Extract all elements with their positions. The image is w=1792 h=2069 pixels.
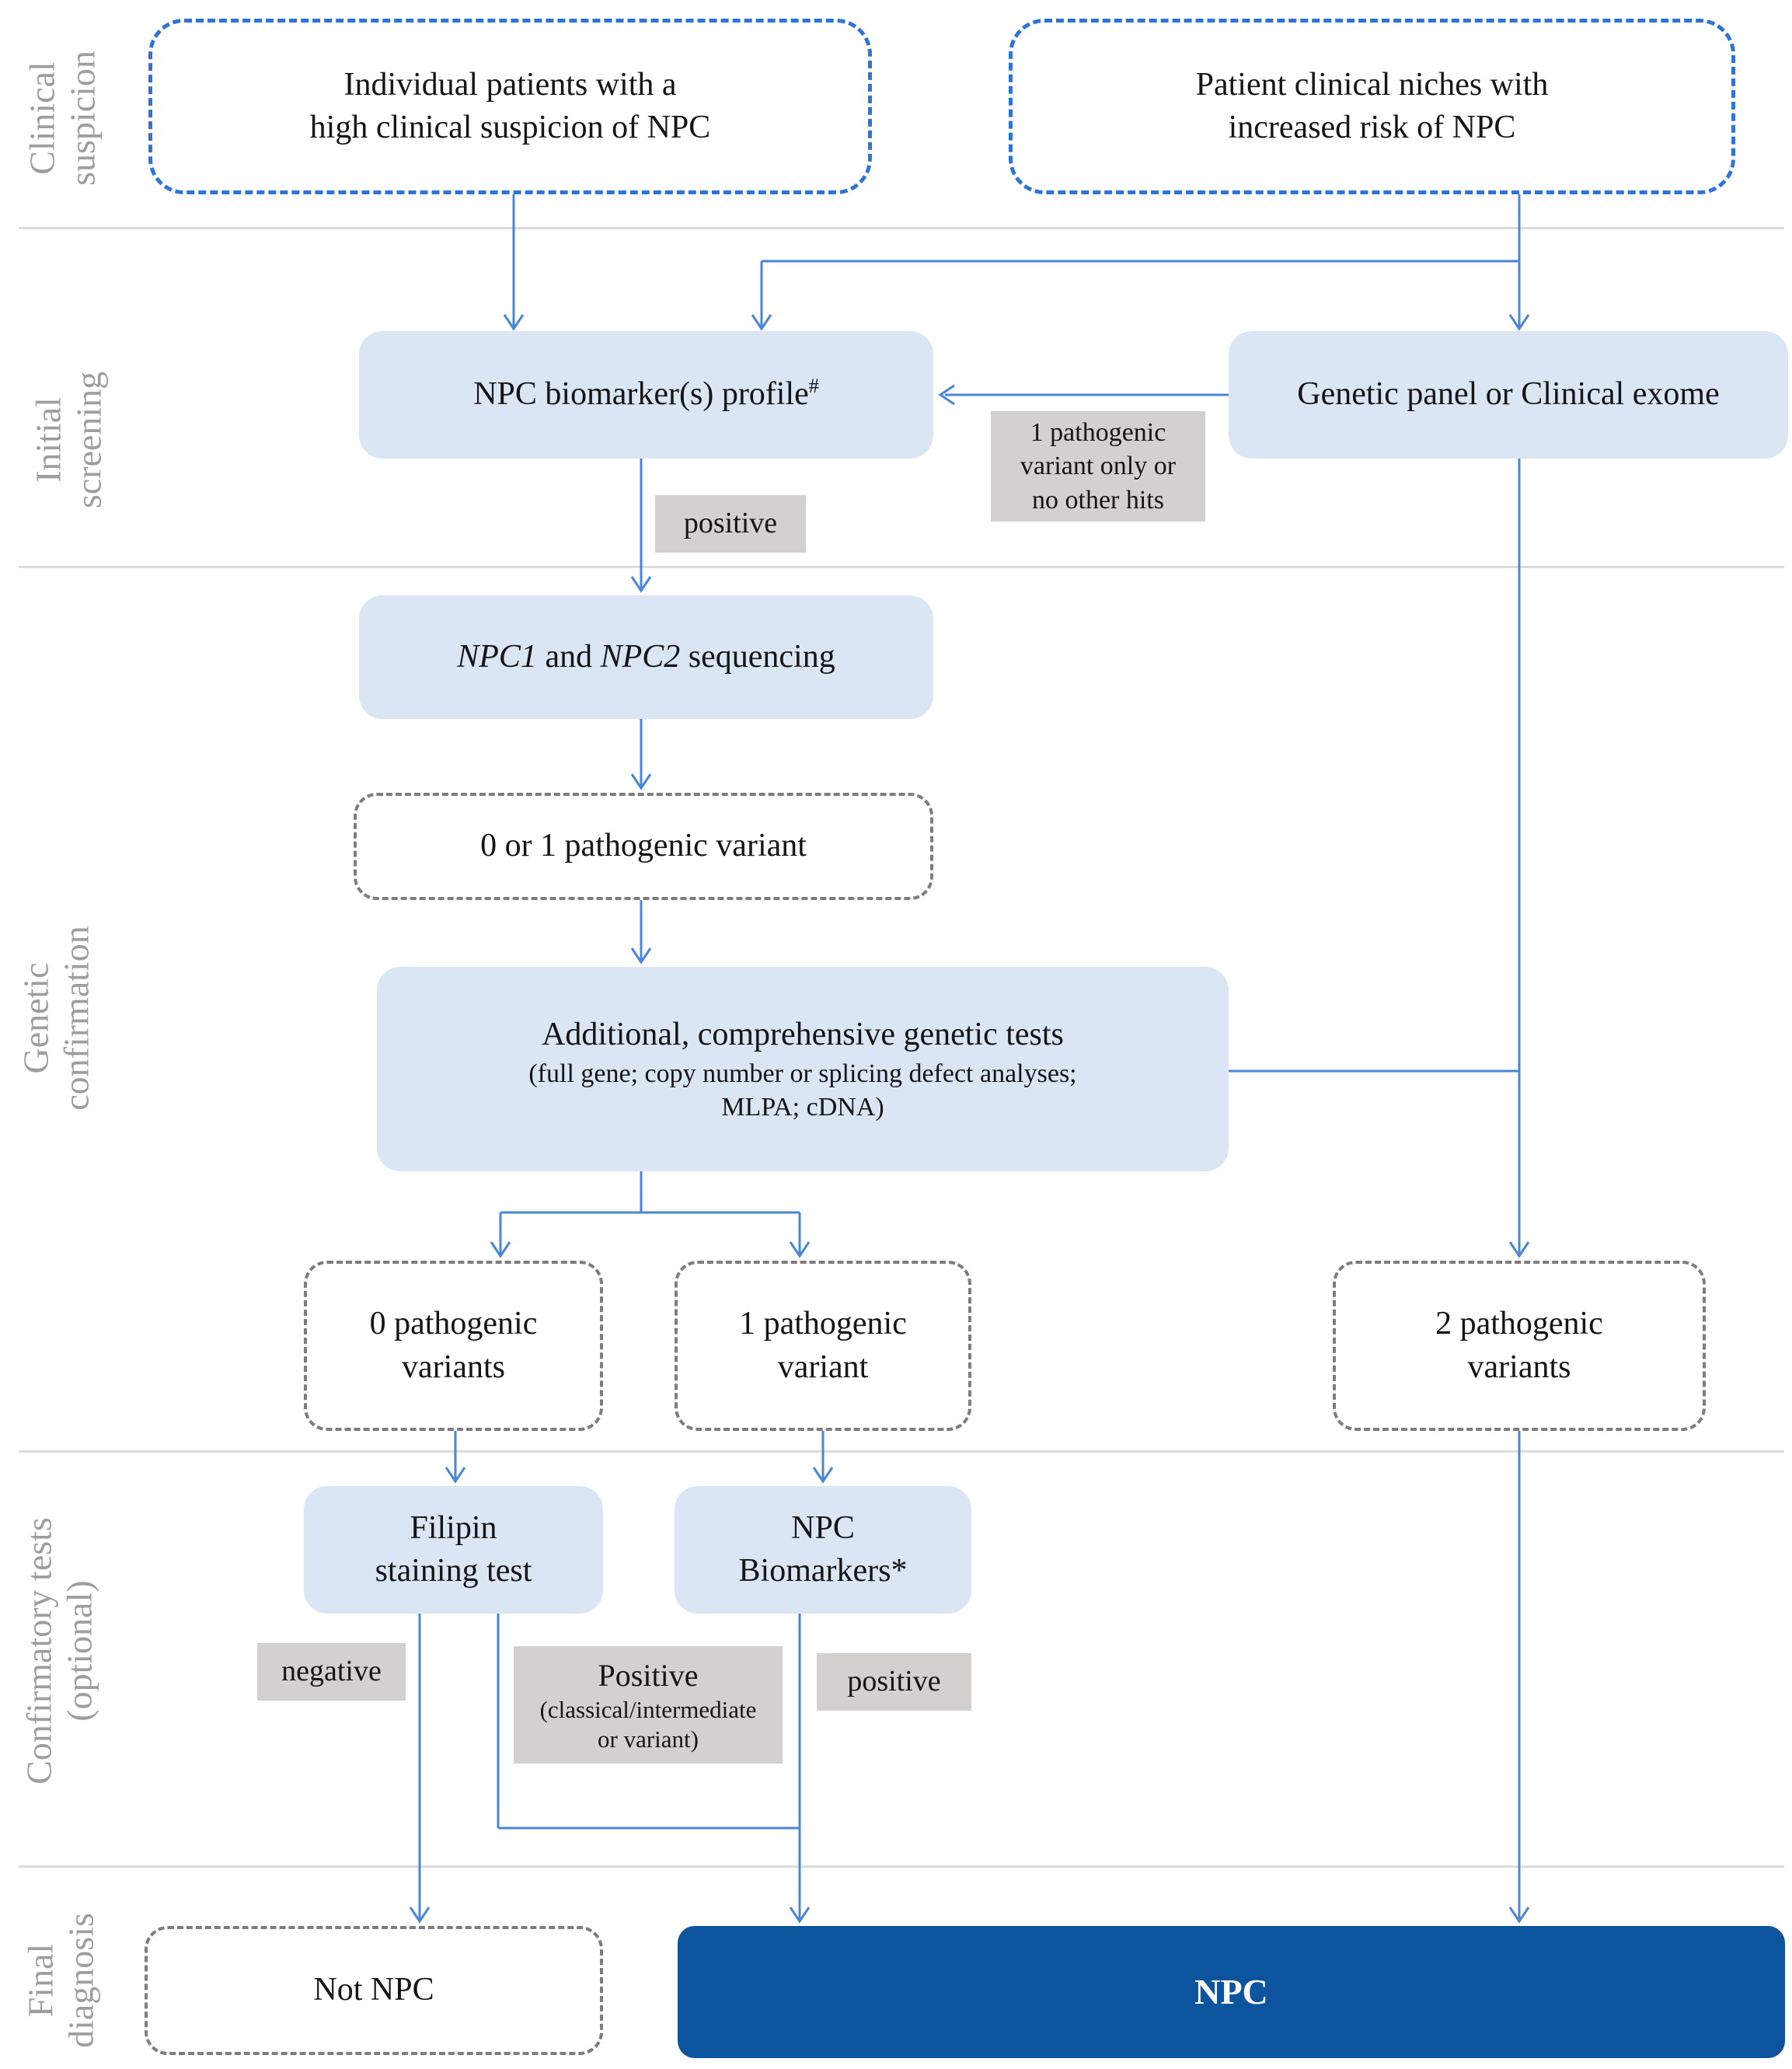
- section-label-line: diagnosis: [61, 1913, 100, 2048]
- section-label-confirmatory-tests: Confirmatory tests (optional): [19, 1517, 99, 1785]
- node-genetic-panel: Genetic panel or Clinical exome: [1229, 331, 1788, 459]
- node-text-line: staining test: [375, 1553, 532, 1589]
- section-divider-1: [19, 227, 1784, 229]
- node-text-line: Patient clinical niches with: [1195, 66, 1549, 103]
- section-label-line: Genetic: [16, 962, 56, 1074]
- section-label-clinical-suspicion: Clinical suspicion: [22, 51, 102, 186]
- node-npc-biomarker-profile: NPC biomarker(s) profile#: [359, 331, 933, 459]
- edge-label-line: negative: [281, 1655, 382, 1688]
- edge-label-one-pathogenic-hint: 1 pathogenic variant only or no other hi…: [991, 411, 1205, 522]
- section-label-line: suspicion: [62, 51, 102, 186]
- node-text-line: NPC: [791, 1509, 855, 1546]
- section-label-line: Clinical: [22, 61, 62, 175]
- node-individual-patients: Individual patients with a high clinical…: [148, 19, 872, 194]
- section-label-genetic-confirmation: Genetic confirmation: [16, 926, 96, 1111]
- edge-label-line: (classical/intermediate: [539, 1695, 757, 1723]
- node-text-line: Not NPC: [313, 1972, 434, 2008]
- node-text-line: 0 pathogenic: [369, 1306, 538, 1342]
- node-text-line: 0 or 1 pathogenic variant: [480, 828, 807, 864]
- edge-label-line: variant only or: [1020, 452, 1177, 481]
- node-npc1-npc2-sequencing: NPC1 and NPC2 sequencing: [359, 595, 933, 719]
- node-zero-pathogenic-variants: 0 pathogenic variants: [304, 1261, 603, 1431]
- node-not-npc: Not NPC: [145, 1926, 603, 2055]
- edge-label-line: no other hits: [1032, 485, 1164, 515]
- section-divider-4: [19, 1865, 1784, 1868]
- node-npc-biomarkers: NPC Biomarkers*: [675, 1486, 971, 1614]
- node-text-line: Biomarkers*: [738, 1553, 908, 1589]
- section-label-line: screening: [68, 371, 108, 509]
- sequencing-text: and: [536, 638, 601, 675]
- node-text-line: 2 pathogenic: [1435, 1306, 1603, 1342]
- node-text-line: high clinical suspicion of NPC: [309, 110, 711, 145]
- node-text-line: MLPA; cDNA): [721, 1093, 884, 1122]
- node-text-line: variants: [402, 1349, 505, 1385]
- gene-npc2: NPC2: [600, 638, 681, 675]
- node-text-line: (full gene; copy number or splicing defe…: [528, 1059, 1077, 1088]
- edge-label-filipin-positive: Positive (classical/intermediate or vari…: [514, 1646, 783, 1764]
- node-two-pathogenic-variants: 2 pathogenic variants: [1333, 1261, 1706, 1431]
- biomarker-profile-text: NPC biomarker(s) profile: [473, 376, 809, 413]
- node-text-line: Genetic panel or Clinical exome: [1297, 376, 1720, 413]
- edge-label-line: or variant): [598, 1725, 699, 1753]
- section-label-final-diagnosis: Final diagnosis: [20, 1913, 100, 2048]
- section-label-line: Confirmatory tests: [19, 1517, 59, 1785]
- sequencing-text: sequencing: [680, 638, 835, 675]
- node-one-pathogenic-variant: 1 pathogenic variant: [675, 1261, 971, 1431]
- node-text-line: Filipin: [410, 1509, 497, 1546]
- edge-label-biomarker-positive: positive: [655, 495, 806, 553]
- node-patient-niches: Patient clinical niches with increased r…: [1009, 19, 1735, 194]
- node-text-line: variants: [1467, 1349, 1571, 1385]
- section-label-initial-screening: Initial screening: [28, 372, 108, 508]
- node-text-line: Individual patients with a: [343, 66, 677, 103]
- section-label-line: (optional): [59, 1580, 99, 1722]
- node-text-line: NPC: [1194, 1971, 1268, 2011]
- node-text-line: NPC biomarker(s) profile#: [473, 373, 819, 416]
- edge-label-filipin-negative: negative: [257, 1643, 406, 1701]
- node-text-line: 1 pathogenic: [739, 1306, 907, 1342]
- section-label-line: Initial: [28, 397, 68, 483]
- edge-label-line: 1 pathogenic: [1030, 417, 1166, 447]
- edge-label-line: positive: [683, 507, 778, 540]
- node-text-line: variant: [777, 1349, 869, 1385]
- edge-label-line: Positive: [598, 1657, 699, 1693]
- section-label-line: Final: [20, 1943, 61, 2018]
- gene-npc1: NPC1: [457, 638, 537, 675]
- edge-label-npc-biomarkers-positive: positive: [817, 1653, 971, 1711]
- node-filipin-staining-test: Filipin staining test: [304, 1486, 603, 1614]
- node-npc-final: NPC: [678, 1926, 1785, 2058]
- section-divider-3: [19, 1450, 1784, 1453]
- biomarker-profile-footnote-mark: #: [808, 375, 819, 398]
- node-text-line: Additional, comprehensive genetic tests: [542, 1017, 1064, 1053]
- section-label-line: confirmation: [56, 926, 96, 1111]
- section-divider-2: [19, 566, 1784, 568]
- node-additional-genetic-tests: Additional, comprehensive genetic tests …: [377, 967, 1229, 1171]
- node-text-line: NPC1 and NPC2 sequencing: [457, 636, 835, 679]
- node-zero-or-one-variant: 0 or 1 pathogenic variant: [354, 793, 933, 900]
- node-text-line: increased risk of NPC: [1228, 110, 1516, 145]
- edge-label-line: positive: [847, 1665, 941, 1698]
